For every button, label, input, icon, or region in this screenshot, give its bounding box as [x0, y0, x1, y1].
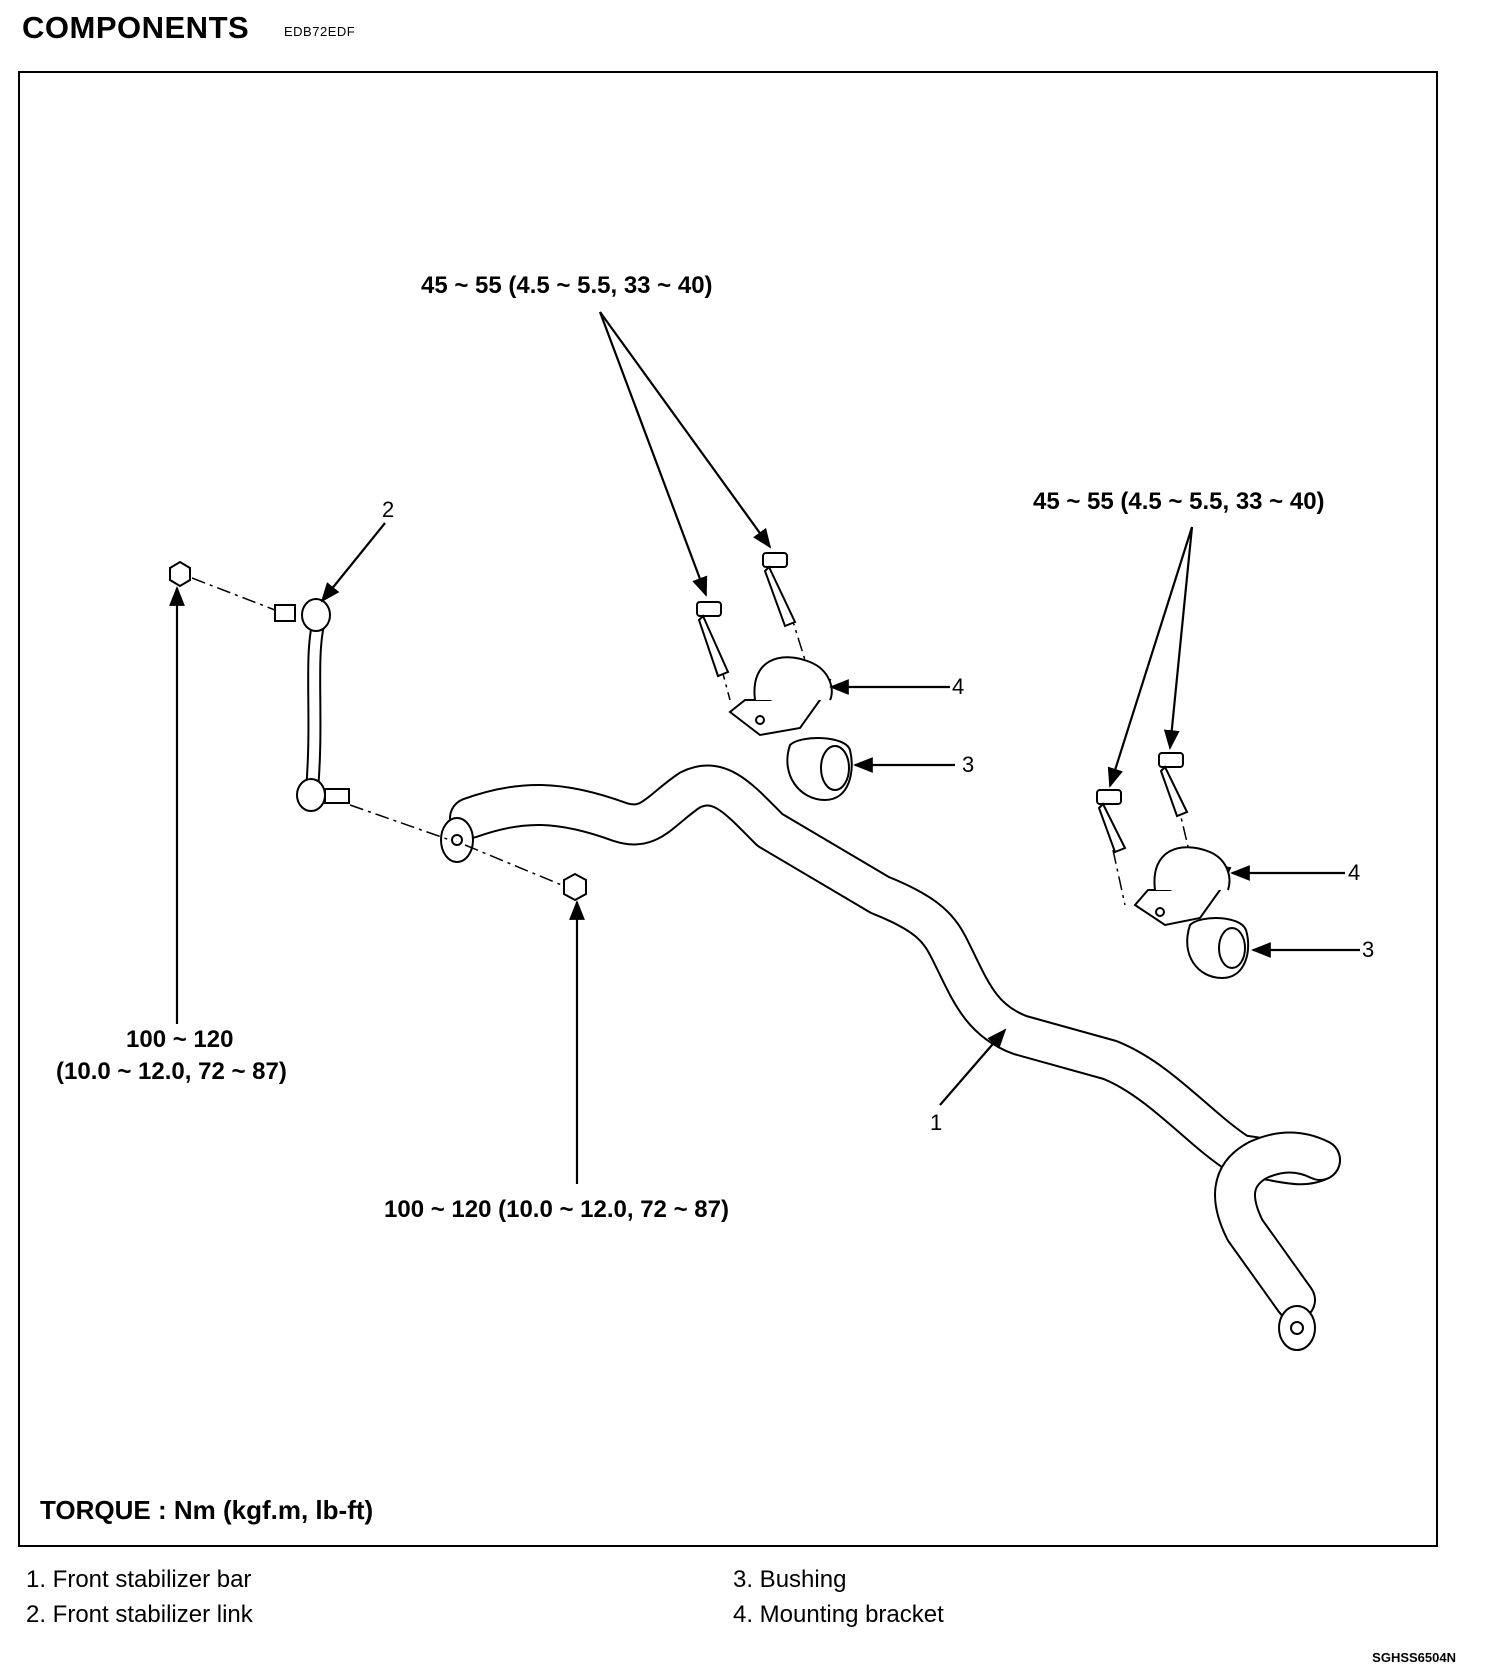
- diagram-frame: [18, 71, 1438, 1547]
- callout-bushing-2: 3: [1362, 937, 1375, 962]
- assembly-guide-lines: [191, 577, 1191, 906]
- callout-bracket-1: 4: [952, 674, 965, 699]
- leader-arrows: [169, 311, 1360, 1184]
- torque-label-lower-nut: 100 ~ 120 (10.0 ~ 12.0, 72 ~ 87): [384, 1196, 729, 1223]
- callout-bushing-1: 3: [962, 752, 975, 777]
- torque-unit-note: TORQUE : Nm (kgf.m, lb-ft): [40, 1495, 374, 1525]
- bracket-bolts-2: [1096, 752, 1189, 854]
- bushing-1: [786, 737, 853, 802]
- mounting-bracket-2: [1133, 846, 1232, 927]
- bushing-2: [1186, 917, 1250, 980]
- legend-item-4: 4. Mounting bracket: [733, 1601, 944, 1628]
- link-upper-nut: [169, 560, 191, 588]
- callout-link: 2: [382, 497, 395, 522]
- legend-item-1: 1. Front stabilizer bar: [26, 1566, 252, 1593]
- callout-bar: 1: [930, 1110, 943, 1135]
- torque-label-upper-nut-line2: (10.0 ~ 12.0, 72 ~ 87): [56, 1058, 287, 1085]
- stabilizer-bar: [440, 764, 1341, 1351]
- callout-bracket-2: 4: [1348, 860, 1361, 885]
- legend-item-2: 2. Front stabilizer link: [26, 1601, 253, 1628]
- torque-label-bracket-bolts-2: 45 ~ 55 (4.5 ~ 5.5, 33 ~ 40): [1033, 488, 1325, 515]
- figure-id: SGHSS6504N: [1372, 1650, 1456, 1665]
- link-lower-nut: [563, 872, 587, 902]
- page-title: COMPONENTS: [22, 10, 250, 45]
- torque-label-upper-nut-line1: 100 ~ 120: [126, 1026, 234, 1053]
- legend-item-3: 3. Bushing: [733, 1566, 847, 1593]
- mounting-bracket-1: [728, 656, 833, 737]
- bracket-bolts-1: [696, 552, 797, 678]
- torque-label-bracket-bolts-1: 45 ~ 55 (4.5 ~ 5.5, 33 ~ 40): [421, 272, 713, 299]
- section-code: EDB72EDF: [284, 24, 356, 39]
- stabilizer-link: [274, 598, 350, 812]
